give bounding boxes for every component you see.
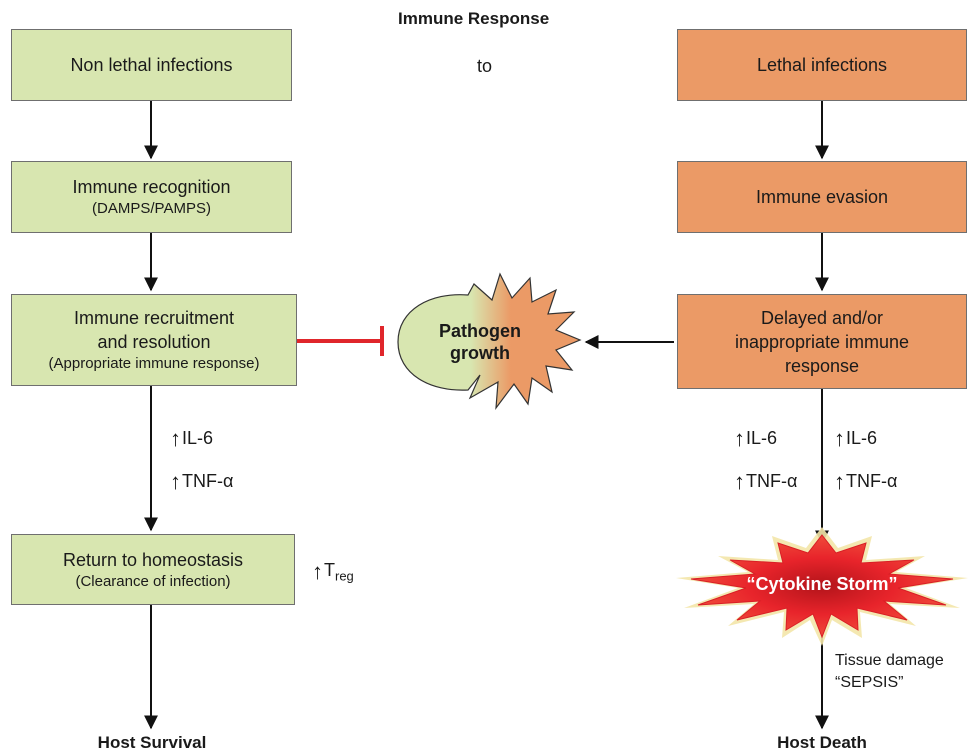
- up-arrow-icon: ↑: [834, 468, 845, 494]
- right-il6-label-left: IL-6: [746, 428, 778, 448]
- left-tnf-marker: ↑ TNF-α: [170, 468, 234, 494]
- pathogen-shape: [397, 272, 582, 411]
- up-arrow-icon: ↑: [834, 425, 845, 451]
- sepsis-line: “SEPSIS”: [835, 674, 904, 691]
- right-il6-marker-right: ↑ IL-6: [834, 425, 878, 451]
- immune-recruitment-line2: and resolution: [97, 332, 211, 352]
- up-arrow-icon: ↑: [312, 558, 323, 584]
- pathogen-growth-label: Pathogen growth: [420, 320, 540, 364]
- left-il6-marker: ↑ IL-6: [170, 425, 214, 451]
- pathogen-line1: Pathogen: [438, 321, 521, 341]
- left-tnf-label: TNF-α: [182, 471, 234, 491]
- cytokine-storm-label: “Cytokine Storm”: [746, 574, 898, 594]
- right-tnf-marker-right: ↑ TNF-α: [834, 468, 898, 494]
- return-homeostasis-label: Return to homeostasis: [62, 549, 244, 570]
- immune-recognition-label: Immune recognition: [72, 177, 231, 197]
- immune-evasion-box: Immune evasion: [677, 161, 967, 233]
- up-arrow-icon: ↑: [734, 468, 745, 494]
- immune-recruitment-box: Immune recruitment and resolution (Appro…: [11, 294, 297, 386]
- immune-recognition-sub: (DAMPS/PAMPS): [92, 200, 211, 217]
- up-arrow-icon: ↑: [734, 425, 745, 451]
- return-homeostasis-box: Return to homeostasis (Clearance of infe…: [11, 534, 295, 605]
- treg-base: T: [324, 560, 335, 580]
- nonlethal-infections-box: Non lethal infections: [11, 29, 292, 101]
- nonlethal-infections-label: Non lethal infections: [70, 55, 233, 75]
- immune-recruitment-sub: (Appropriate immune response): [48, 355, 260, 372]
- lethal-infections-box: Lethal infections: [677, 29, 967, 101]
- right-tnf-label-left: TNF-α: [746, 471, 798, 491]
- left-il6-label: IL-6: [182, 428, 214, 448]
- treg-subscript: reg: [335, 568, 354, 584]
- delayed-response-line2: inappropriate immune: [734, 331, 910, 352]
- right-il6-marker-left: ↑ IL-6: [734, 425, 778, 451]
- delayed-response-line3: response: [784, 355, 860, 376]
- right-tnf-marker-left: ↑ TNF-α: [734, 468, 798, 494]
- pathogen-line2: growth: [450, 343, 510, 363]
- tissue-damage-line1: Tissue damage: [835, 652, 944, 669]
- immune-recruitment-line1: Immune recruitment: [73, 308, 235, 328]
- delayed-response-line1: Delayed and/or: [760, 307, 884, 328]
- immune-recognition-box: Immune recognition (DAMPS/PAMPS): [11, 161, 292, 233]
- treg-label: Treg: [324, 560, 354, 584]
- to-label: to: [477, 56, 493, 76]
- diagram-title: Immune Response: [398, 9, 550, 28]
- return-homeostasis-sub: (Clearance of infection): [75, 572, 231, 590]
- tissue-damage-label: Tissue damage “SEPSIS”: [835, 650, 944, 694]
- inhibitor-line: [297, 326, 384, 356]
- lethal-infections-label: Lethal infections: [756, 55, 888, 75]
- right-il6-label-right: IL-6: [846, 428, 878, 448]
- right-tnf-label-right: TNF-α: [846, 471, 898, 491]
- treg-marker: ↑ Treg: [312, 560, 354, 584]
- up-arrow-icon: ↑: [170, 425, 181, 451]
- delayed-response-box: Delayed and/or inappropriate immune resp…: [677, 294, 967, 389]
- host-survival-label: Host Survival: [97, 733, 207, 752]
- cytokine-storm-shape: [676, 527, 968, 646]
- up-arrow-icon: ↑: [170, 468, 181, 494]
- immune-evasion-label: Immune evasion: [755, 187, 889, 207]
- host-death-label: Host Death: [777, 733, 867, 752]
